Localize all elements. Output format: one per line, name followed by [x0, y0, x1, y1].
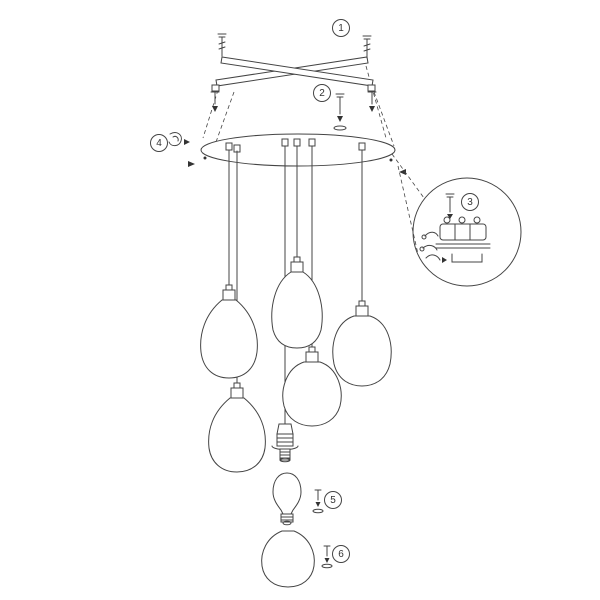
- bracket-screws: [210, 91, 377, 112]
- step-3-marker: 3: [461, 193, 479, 211]
- pendant-shade-upper-lantern: [200, 284, 258, 379]
- mounting-screws-top: [217, 33, 372, 59]
- screw-icon-step6: [321, 545, 333, 569]
- cross-mounting-bracket: [211, 56, 376, 92]
- canopy-plate: [200, 133, 396, 167]
- pendant-shade-center-squat: [282, 346, 342, 427]
- rim-arrows: [188, 161, 406, 175]
- wiring-detail-view: [412, 177, 522, 287]
- detail-leader-lines: [391, 153, 425, 255]
- screw-icon-step5: [312, 489, 324, 514]
- pendant-shade-right-round: [332, 300, 392, 387]
- step-2-marker: 2: [313, 84, 331, 102]
- pendant-shade-lower-lantern: [208, 382, 266, 473]
- light-bulb: [272, 472, 302, 526]
- pendant-shade-egg: [271, 256, 323, 349]
- step-4-marker: 4: [150, 134, 168, 152]
- canopy-screw-step2: [333, 93, 347, 131]
- cord-grips: [225, 138, 366, 153]
- cable-clip-step4: [168, 132, 190, 147]
- step-1-marker: 1: [332, 19, 350, 37]
- lamp-socket: [271, 423, 299, 463]
- spare-shade: [261, 530, 315, 588]
- step-6-marker: 6: [332, 545, 350, 563]
- step-5-marker: 5: [324, 491, 342, 509]
